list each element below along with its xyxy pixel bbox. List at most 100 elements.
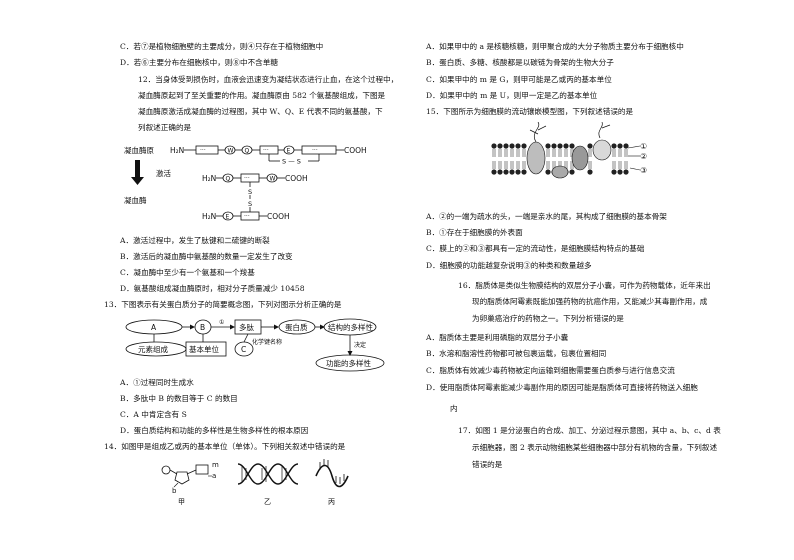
phospholipid-head: [503, 169, 509, 175]
thrombin-label: 凝血酶: [124, 195, 147, 205]
activate-arrow: [131, 177, 144, 185]
q16-option-d-line2: 内: [450, 404, 458, 413]
phospholipid-head: [497, 143, 503, 149]
label-3: ③: [640, 166, 647, 175]
svg-text:丙: 丙: [328, 498, 335, 506]
q14-monomer-figure: m a b 甲 乙 丙: [161, 459, 349, 506]
svg-text:蛋白质: 蛋白质: [285, 322, 308, 332]
phospholipid-head: [545, 143, 551, 149]
protein-left: [526, 141, 546, 175]
phosphate-shape: [161, 465, 171, 475]
phospholipid-head: [521, 169, 527, 175]
phospholipid-head: [587, 143, 593, 149]
svg-text:S: S: [248, 188, 252, 196]
phospholipid-head: [611, 169, 617, 175]
svg-text:COOH: COOH: [344, 146, 367, 155]
q12-thrombin-figure: 凝血酶原 凝血酶 激活 H₂N ··· W Q ··· E ··· COOH S…: [124, 145, 367, 221]
q16-stem-line2: 现的脂质体阿霉素既能加强药物的抗癌作用，又能减少其毒副作用，成: [472, 297, 708, 306]
phospholipid-head: [557, 143, 563, 149]
q13-option-d: D．蛋白质结构和功能的多样性是生物多样性的根本原因: [120, 426, 309, 435]
q15-option-a: A．②的一端为疏水的头，一端是亲水的尾，其构成了细胞膜的基本骨架: [426, 212, 667, 221]
phospholipid-head: [515, 143, 521, 149]
activate-label: 激活: [156, 168, 171, 178]
svg-text:S: S: [248, 200, 252, 208]
q14-option-c: C．如果甲中的 m 是 G，则甲可能是乙或丙的基本单位: [426, 75, 612, 84]
svg-text:COOH: COOH: [285, 174, 308, 183]
phospholipid-head: [509, 143, 515, 149]
q15-stem: 15．下图所示为细胞膜的流动镶嵌模型图，下列叙述错误的是: [426, 107, 634, 116]
phospholipid-head: [509, 169, 515, 175]
svg-text:乙: 乙: [264, 498, 271, 506]
svg-text:E: E: [287, 148, 291, 155]
svg-text:功能的多样性: 功能的多样性: [326, 358, 371, 368]
phospholipid-head: [491, 169, 497, 175]
label-1: ①: [640, 142, 647, 151]
q12-stem-line3: 凝血酶原激活成凝血酶的过程图，其中 W、Q、E 代表不同的氨基酸，下: [138, 107, 383, 116]
q13-option-b: B．多肽中 B 的数目等于 C 的数目: [120, 394, 238, 403]
q14-stem: 14．如图甲是组成乙或丙的基本单位（单体）。下列相关叙述中错误的是: [104, 442, 346, 451]
svg-text:···: ···: [200, 147, 206, 154]
protein-right: [592, 139, 612, 161]
label-2: ②: [640, 152, 647, 161]
svg-text:···: ···: [312, 147, 318, 154]
q12-stem-line2: 凝血酶原起到了至关重要的作用。凝血酶原由 582 个氨基酸组成，下图是: [138, 91, 386, 100]
svg-text:B: B: [200, 323, 205, 332]
q15-option-d: D．细胞膜的功能越复杂说明③的种类和数量越多: [426, 261, 592, 270]
q16-option-b: B．水溶和脂溶性药物都可被包裹运载，包裹位置相同: [426, 349, 607, 358]
svg-text:···: ···: [263, 147, 269, 154]
q15-option-c: C．膜上的②和③都具有一定的流动性，是细胞膜结构特点的基础: [426, 244, 645, 253]
svg-text:···: ···: [244, 213, 250, 220]
phospholipid-head: [503, 143, 509, 149]
phospholipid-head: [569, 143, 575, 149]
q17-stem-line2: 示细胞器，图 2 表示动物细胞某些细胞器中部分有机物的含量，下列叙述: [472, 443, 718, 452]
svg-text:①: ①: [219, 319, 224, 326]
phospholipid-head: [623, 143, 629, 149]
q11-option-d: D．若⑥主要分布在细胞核中，则⑧中不含单糖: [120, 58, 278, 67]
svg-text:元素组成: 元素组成: [138, 344, 168, 354]
svg-text:Q: Q: [226, 176, 231, 183]
single-strand-image: [315, 459, 349, 488]
phospholipid-head: [563, 143, 569, 149]
svg-text:S — S: S — S: [282, 158, 301, 166]
phospholipid-head: [515, 169, 521, 175]
phospholipid-head: [551, 143, 557, 149]
base-shape: [195, 464, 209, 475]
svg-text:Q: Q: [245, 148, 250, 155]
svg-text:H₂N: H₂N: [202, 212, 216, 221]
svg-text:a: a: [212, 472, 216, 480]
phospholipid-head: [611, 143, 617, 149]
phospholipid-head: [491, 143, 497, 149]
q16-stem-line3: 为卵巢癌治疗的药物之一。下列分析错误的是: [472, 314, 624, 323]
svg-text:E: E: [226, 214, 230, 221]
phospholipid-head: [497, 169, 503, 175]
sugar-shape: [174, 471, 190, 485]
svg-text:多肽: 多肽: [239, 322, 254, 332]
q16-option-d-line1: D．使用脂质体阿霉素能减少毒副作用的原因可能是脂质体可直接将药物送入细胞: [426, 383, 698, 392]
prothrombin-label: 凝血酶原: [124, 145, 154, 155]
phospholipid-head: [587, 169, 593, 175]
q12-option-a: A．激活过程中，发生了肽键和二硫键的断裂: [120, 236, 270, 245]
q12-stem-line1: 12．当身体受到损伤时，血液会迅速变为凝结状态进行止血，在这个过程中，: [138, 75, 399, 84]
svg-text:H₂N: H₂N: [202, 174, 216, 183]
svg-text:W: W: [270, 176, 276, 183]
q12-option-c: C．凝血酶中至少有一个氨基和一个羧基: [120, 268, 255, 277]
q13-option-c: C．A 中肯定含有 S: [120, 410, 187, 419]
q12-option-d: D．氨基酸组成凝血酶原时，相对分子质量减少 10458: [120, 284, 305, 293]
q12-option-b: B．激活后的凝血酶中氨基酸的数量一定发生了改变: [120, 252, 293, 261]
svg-text:C: C: [241, 345, 246, 354]
phospholipid-head: [521, 143, 527, 149]
svg-text:···: ···: [244, 175, 250, 182]
svg-text:化学键名称: 化学键名称: [252, 338, 282, 346]
svg-text:m: m: [212, 461, 219, 469]
phospholipid-head: [617, 143, 623, 149]
phospholipid-head: [545, 169, 551, 175]
q16-stem-line1: 16．脂质体是类似生物膜结构的双层分子小囊，可作为药物载体，近年来出: [458, 281, 711, 290]
protein-middle: [571, 145, 589, 171]
q12-stem-line4: 列叙述正确的是: [138, 123, 192, 132]
double-helix-image: [237, 463, 299, 485]
q13-option-a: A．①过程同时生成水: [120, 378, 194, 387]
svg-text:A: A: [151, 323, 157, 332]
svg-text:甲: 甲: [178, 498, 185, 506]
phospholipid-head: [569, 169, 575, 175]
svg-text:决定: 决定: [354, 341, 366, 349]
